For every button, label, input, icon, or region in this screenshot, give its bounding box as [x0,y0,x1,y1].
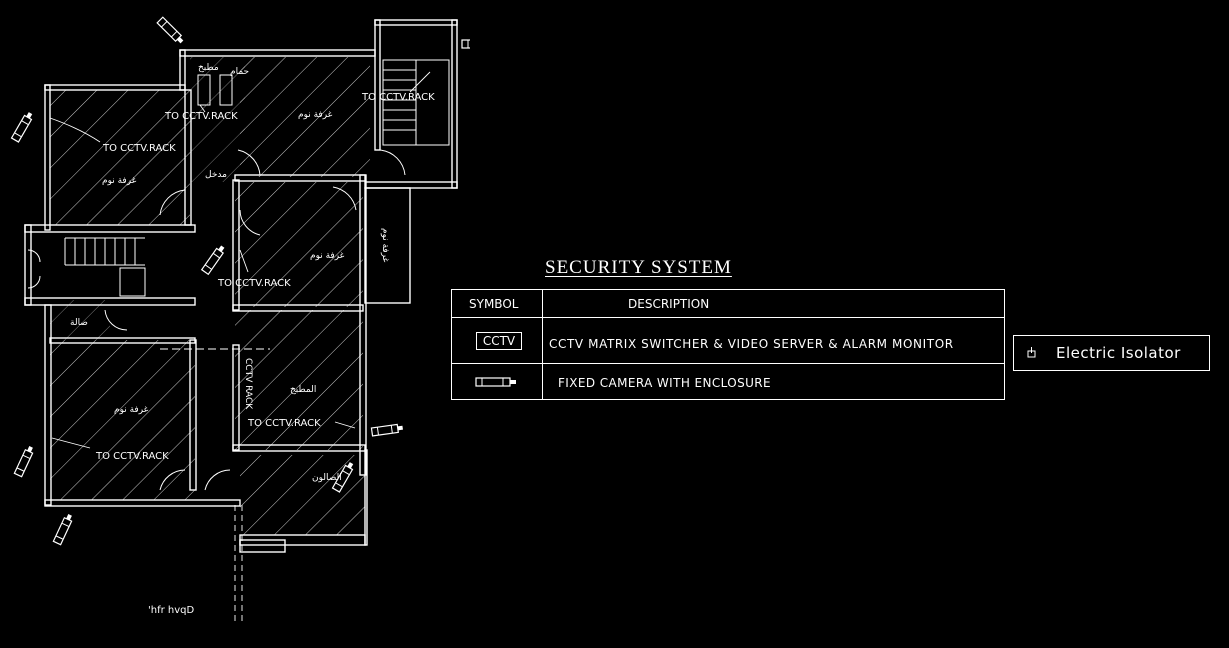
isolator-label: Electric Isolator [1056,344,1181,362]
fixed-camera-icon [13,444,36,478]
legend-row: CCTV CCTV MATRIX SWITCHER & VIDEO SERVER… [452,318,1004,364]
rack-vertical-label: CCTV RACK [243,358,253,410]
room-name: غرفة نوم [102,176,137,186]
rack-label: TO CCTV.RACK [102,143,176,154]
rack-label: TO CCTV.RACK [95,451,169,462]
isolator-legend: Electric Isolator [1013,335,1210,371]
rack-label: TO CCTV.RACK [164,111,238,122]
legend-description: FIXED CAMERA WITH ENCLOSURE [558,376,772,390]
room-name: غرفة نوم [310,251,345,261]
hatched-rooms [50,57,370,535]
stairs [64,59,450,297]
room-name: مدخل [205,170,227,180]
fixed-camera-icon [461,39,470,49]
fixed-camera-icon [201,243,227,275]
header-description: DESCRIPTION [628,297,710,311]
floor-plan: TO CCTV.RACK TO CCTV.RACK TO CCTV.RACK T… [10,16,470,622]
legend-row: FIXED CAMERA WITH ENCLOSURE [452,364,1004,400]
fixed-camera-icon [475,377,516,387]
room-name: غرفة نوم [380,228,390,263]
room-name: الصالون [312,473,342,483]
legend-header-row: SYMBOL DESCRIPTION [452,290,1004,318]
north-note: 'hfr hvqD [148,605,195,616]
rack-label: TO CCTV.RACK [217,278,291,289]
room-name: غرفة نوم [298,110,333,120]
room-name: مطبخ [198,63,219,73]
rack-label: TO CCTV.RACK [247,418,321,429]
fixed-camera-icon [156,16,186,46]
legend-table: SYMBOL DESCRIPTION CCTV CCTV MATRIX SWIT… [451,289,1005,400]
fixed-camera-icon [52,512,75,546]
legend-description: CCTV MATRIX SWITCHER & VIDEO SERVER & AL… [549,337,954,351]
room-name: صالة [70,318,88,328]
rack-label: TO CCTV.RACK [361,92,435,103]
fixed-camera-icon [10,110,35,143]
door-swings [27,74,406,491]
isolator-icon [1027,347,1036,358]
room-name: المطبخ [290,385,316,395]
fixed-camera-icon [370,423,404,437]
column-divider [542,290,543,399]
cable-runs [49,71,431,622]
walls [24,19,458,553]
legend-title: SECURITY SYSTEM [545,257,732,278]
cctv-symbol: CCTV [476,332,522,350]
header-symbol: SYMBOL [469,297,519,311]
room-name: حمام [230,67,249,77]
room-name: غرفة نوم [114,405,149,415]
